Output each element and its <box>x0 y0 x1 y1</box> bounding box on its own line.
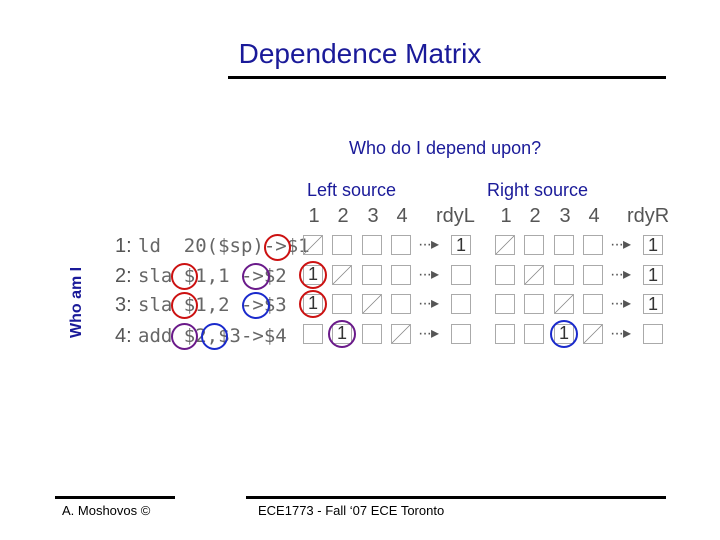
left-cell-r3-c2 <box>332 294 352 314</box>
question-text: Who do I depend upon? <box>349 138 542 158</box>
right-ready-arrow: ···▸ <box>610 295 631 312</box>
right-cell-r4-c1 <box>495 324 515 344</box>
left-cell-r1-c1 <box>303 235 323 255</box>
rdyl-cell-r4 <box>451 324 471 344</box>
left-cell-r4-c3 <box>362 324 382 344</box>
title-divider <box>228 76 666 79</box>
right-cell-r2-c3 <box>554 265 574 285</box>
row-number-3: 3: <box>115 294 132 316</box>
right-cell-r3-c4 <box>583 294 603 314</box>
right-cell-r1-c4 <box>583 235 603 255</box>
right-col-header-2: 2 <box>529 205 541 227</box>
highlight-circle-add-src2 <box>201 323 228 350</box>
right-cell-r2-c4 <box>583 265 603 285</box>
left-col-header-2: 2 <box>337 205 349 227</box>
left-cell-r3-c4 <box>391 294 411 314</box>
right-cell-r4-c4 <box>583 324 603 344</box>
right-cell-r1-c1 <box>495 235 515 255</box>
rdyl-header: rdyL <box>436 205 475 227</box>
footer-divider-right <box>246 496 666 499</box>
highlight-circle-sla2-src <box>171 292 198 319</box>
row-number-4: 4: <box>115 325 132 347</box>
left-cell-r4-c1 <box>303 324 323 344</box>
highlight-circle-sla1-src <box>171 263 198 290</box>
right-cell-r2-c2 <box>524 265 544 285</box>
left-cell-r3-c3 <box>362 294 382 314</box>
footer-divider-left <box>55 496 175 499</box>
left-ready-arrow: ···▸ <box>418 266 439 283</box>
rdyr-cell-r4 <box>643 324 663 344</box>
highlight-circle-sla1-dest <box>242 263 270 290</box>
highlight-circle-sla2-dest <box>242 292 270 319</box>
right-col-header-4: 4 <box>588 205 600 227</box>
rdyr-header: rdyR <box>627 205 670 227</box>
left-cell-r4-c4 <box>391 324 411 344</box>
page-title: Dependence Matrix <box>238 38 482 69</box>
dependence-highlight-circle <box>299 261 327 289</box>
rdyr-cell-r2: 1 <box>643 265 663 285</box>
row-number-2: 2: <box>115 265 132 287</box>
right-source-label: Right source <box>487 180 589 200</box>
rdyr-cell-r3: 1 <box>643 294 663 314</box>
right-ready-arrow: ···▸ <box>610 236 631 253</box>
rdyl-cell-r1: 1 <box>451 235 471 255</box>
dependence-highlight-circle <box>550 320 578 348</box>
left-cell-r2-c3 <box>362 265 382 285</box>
right-cell-r1-c3 <box>554 235 574 255</box>
right-col-header-3: 3 <box>559 205 571 227</box>
rdyl-cell-r2 <box>451 265 471 285</box>
left-source-label: Left source <box>307 180 397 200</box>
left-cell-r1-c3 <box>362 235 382 255</box>
right-cell-r3-c3 <box>554 294 574 314</box>
right-ready-arrow: ···▸ <box>610 325 631 342</box>
row-number-1: 1: <box>115 235 132 257</box>
footer-author: A. Moshovos © <box>62 503 151 518</box>
right-ready-arrow: ···▸ <box>610 266 631 283</box>
right-cell-r1-c2 <box>524 235 544 255</box>
left-col-header-3: 3 <box>367 205 379 227</box>
left-cell-r2-c4 <box>391 265 411 285</box>
left-cell-r1-c4 <box>391 235 411 255</box>
dependence-highlight-circle <box>328 320 356 348</box>
footer-course: ECE1773 - Fall ‘07 ECE Toronto <box>258 503 445 518</box>
right-cell-r3-c2 <box>524 294 544 314</box>
rdyl-cell-r3 <box>451 294 471 314</box>
left-cell-r1-c2 <box>332 235 352 255</box>
right-cell-r3-c1 <box>495 294 515 314</box>
left-cell-r2-c2 <box>332 265 352 285</box>
right-cell-r4-c2 <box>524 324 544 344</box>
right-cell-r2-c1 <box>495 265 515 285</box>
left-col-header-1: 1 <box>308 205 320 227</box>
left-ready-arrow: ···▸ <box>418 236 439 253</box>
left-ready-arrow: ···▸ <box>418 295 439 312</box>
left-ready-arrow: ···▸ <box>418 325 439 342</box>
right-col-header-1: 1 <box>500 205 512 227</box>
rdyr-cell-r1: 1 <box>643 235 663 255</box>
highlight-circle-add-src1 <box>171 323 198 350</box>
left-col-header-4: 4 <box>396 205 408 227</box>
dependence-highlight-circle <box>299 290 327 318</box>
highlight-circle-ld-dest <box>264 234 291 261</box>
who-am-i-label: Who am I <box>68 266 85 338</box>
